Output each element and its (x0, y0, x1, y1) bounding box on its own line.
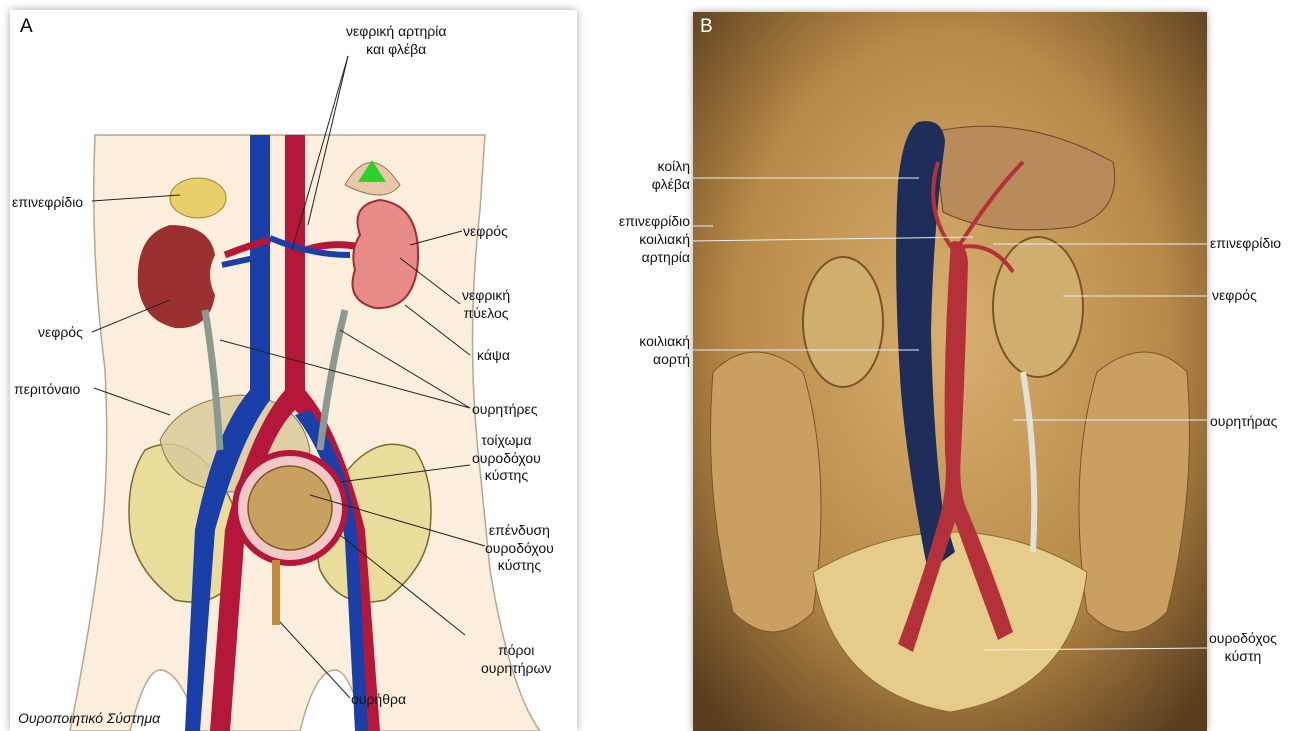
cadaver-dissection-photo (693, 12, 1207, 731)
panel-b-letter: B (700, 16, 713, 38)
label-peritoneum: περιτόναιο (14, 381, 80, 399)
label-adrenal-a: επινεφρίδιο (12, 194, 83, 212)
adrenal-right-shape (170, 178, 226, 218)
label-adrenal-b-left: επινεφρίδιο (590, 213, 690, 231)
label-kidney-left-a: νεφρός (463, 223, 508, 241)
kidney-left-photo (993, 237, 1083, 377)
label-urethra: ουρήθρα (351, 691, 406, 709)
label-ureter-b: ουρητήρας (1210, 413, 1277, 431)
photo-panel-b: B (693, 12, 1207, 731)
caption-urinary-system: Ουροποιητικό Σύστημα (18, 710, 160, 726)
label-ureters: ουρητήρες (472, 401, 537, 419)
urinary-system-illustration (10, 10, 577, 731)
kidney-right-photo (803, 257, 883, 387)
label-adrenal-b-right: επινεφρίδιο (1210, 235, 1281, 253)
urethra-shape (272, 560, 280, 625)
bladder-lining-shape (248, 466, 332, 550)
kidney-left-shape (353, 200, 419, 308)
label-kidney-b: νεφρός (1212, 287, 1257, 305)
panel-a-letter: A (20, 16, 33, 38)
label-capsule: κάψα (477, 347, 510, 365)
label-kidney-right-a: νεφρός (38, 324, 83, 342)
